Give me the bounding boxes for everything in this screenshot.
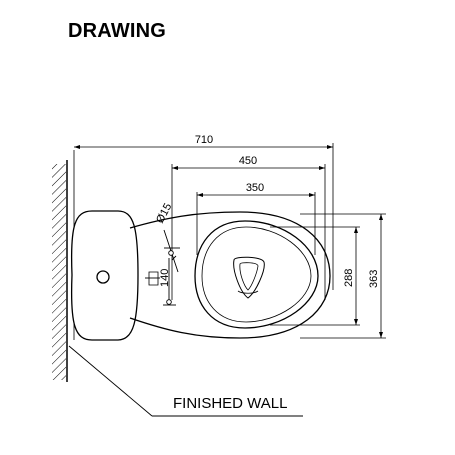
label-350: 350 (246, 182, 264, 194)
toilet-bowl (129, 211, 331, 339)
finished-wall-leader (68, 345, 303, 417)
dimension-350 (196, 192, 316, 255)
drawing-title: DRAWING (68, 20, 167, 42)
dimension-363 (300, 213, 386, 339)
pipe-connection (145, 229, 180, 306)
label-diameter-15: Ø15 (154, 201, 174, 225)
label-450: 450 (239, 155, 257, 167)
dimension-450 (171, 164, 326, 300)
label-288: 288 (343, 269, 355, 287)
label-140: 140 (159, 269, 171, 287)
flush-button-icon (96, 270, 110, 284)
label-710: 710 (195, 134, 213, 146)
finished-wall (52, 160, 68, 382)
finished-wall-label: FINISHED WALL (173, 395, 287, 412)
cistern-tank (70, 210, 139, 341)
dimension-288 (270, 226, 360, 326)
label-363: 363 (368, 270, 380, 288)
